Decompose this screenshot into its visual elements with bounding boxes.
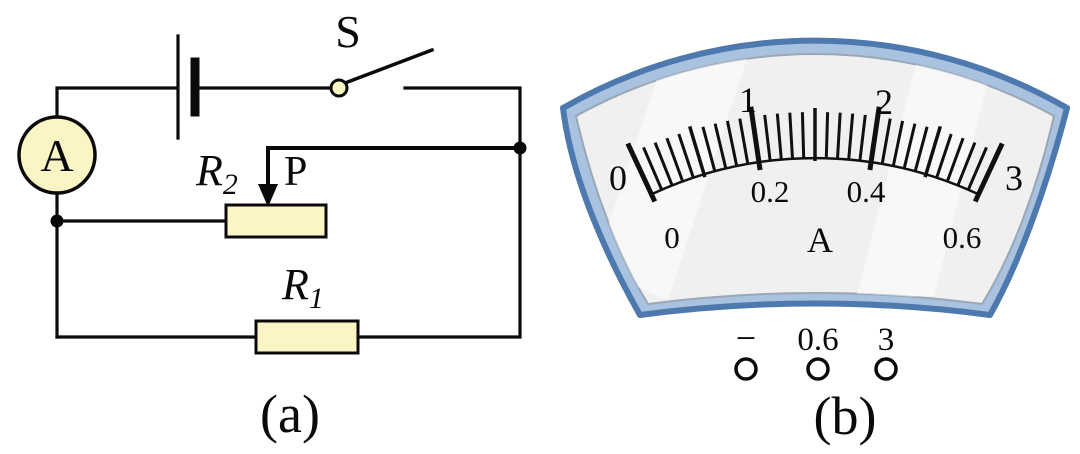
scale-tick: [945, 137, 965, 182]
terminal-0-6-label: 0.6: [797, 322, 838, 358]
outer-scale-label-0: 0: [609, 158, 627, 198]
terminal-0-6-post: [806, 357, 830, 381]
scale-tick: [653, 142, 674, 186]
meter-panel: 0 1 2 3 0 0.2 0.4 0.6 A − 0.6 3 (b): [560, 37, 1070, 446]
inner-scale-label-0: 0: [664, 220, 680, 255]
scale-tick: [763, 114, 772, 161]
scale-tick: [713, 123, 728, 169]
node-dot-left: [50, 214, 64, 228]
scale-tick: [738, 118, 750, 165]
scale-tick: [972, 142, 1005, 203]
scale-tick: [966, 146, 988, 191]
node-dot-right: [513, 141, 527, 155]
terminal-negative-label: −: [736, 318, 756, 358]
scale-tick: [836, 112, 842, 159]
ammeter-label: A: [40, 130, 73, 181]
resistor-body: [254, 319, 360, 355]
scale-tick: [956, 142, 977, 186]
inner-scale-label-2: 0.4: [847, 174, 886, 209]
scale-tick: [665, 137, 685, 182]
scale-tick: [701, 126, 717, 172]
wire-right-loop: [356, 86, 522, 339]
circuit-panel: S A R2 P R1 (a): [17, 6, 527, 444]
scale-tick: [867, 106, 882, 171]
scale-tick: [824, 112, 830, 159]
scale-tick: [913, 126, 929, 172]
unit-label: A: [807, 220, 833, 260]
scale-tick: [788, 112, 794, 159]
scale-tick: [935, 133, 953, 179]
rheostat-body: [224, 203, 328, 239]
tick-group: [625, 106, 1005, 203]
terminal-negative-post: [734, 357, 758, 381]
scale-tick: [891, 120, 905, 167]
scale-tick: [847, 113, 855, 160]
inner-scale-label-1: 0.2: [751, 174, 790, 209]
scale-tick: [677, 133, 695, 179]
scale-tick: [923, 125, 942, 178]
outer-scale-label-1: 1: [739, 80, 757, 120]
terminal-3-label: 3: [878, 322, 895, 358]
panel-a-caption: (a): [260, 384, 320, 444]
terminals: − 0.6 3: [734, 318, 898, 381]
panel-b-caption: (b): [814, 386, 877, 446]
resistor-label: R1: [281, 260, 324, 315]
switch-label: S: [335, 6, 361, 57]
scale-tick: [748, 106, 763, 171]
scale-tick: [880, 118, 892, 165]
outer-scale-label-2: 2: [875, 82, 893, 122]
scale-tick: [858, 114, 867, 161]
switch-pivot: [329, 78, 349, 98]
face-glare: [594, 56, 992, 300]
inner-scale-label-3: 0.6: [943, 220, 982, 255]
outer-scale-label-3: 3: [1005, 158, 1023, 198]
wire-slider-feed: [266, 146, 522, 196]
ammeter-symbol: [17, 115, 97, 195]
switch-lever: [342, 47, 435, 86]
scale-tick: [688, 125, 707, 178]
scale-tick: [625, 142, 658, 203]
scale-tick: [642, 146, 664, 191]
scale-tick: [775, 113, 783, 160]
slider-label: P: [284, 149, 307, 195]
scale-tick: [800, 112, 806, 159]
rheostat-label: R2: [195, 146, 238, 201]
wire-top-left: [55, 86, 179, 119]
slider-arrowhead: [258, 184, 278, 207]
scale-tick: [902, 123, 917, 169]
scale-tick: [725, 120, 739, 167]
terminal-3-post: [874, 357, 898, 381]
